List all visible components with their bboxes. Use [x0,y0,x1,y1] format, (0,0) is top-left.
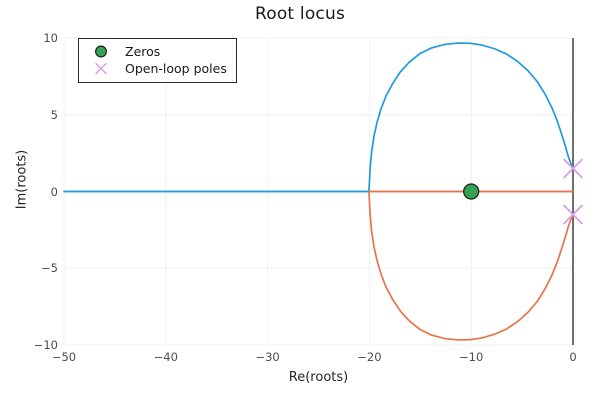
chart-legend: Zeros Open-loop poles [78,38,237,83]
y-tick-label: 0 [50,184,58,199]
legend-label-open-loop-poles: Open-loop poles [125,61,227,76]
x-tick-label: 0 [569,350,577,364]
legend-item-zeros: Zeros [86,43,227,60]
x-axis-label: Re(roots) [288,370,349,385]
x-tick-label: −20 [357,350,382,364]
legend-label-zeros: Zeros [125,44,161,59]
plot-area [63,37,584,346]
x-cross-marker-icon [86,60,116,77]
x-tick-label: −40 [153,350,178,364]
x-tick-label: −10 [459,350,484,364]
y-tick-label: 5 [50,107,58,122]
locus-branches [63,42,574,341]
plot-markers [463,158,584,225]
y-axis-tick-labels: −10 −5 0 5 10 [8,31,58,352]
y-tick-label: 10 [43,31,58,45]
x-axis-tick-labels: −50 −40 −30 −20 −10 0 [52,350,577,368]
y-tick-label: −5 [41,261,58,276]
filled-circle-marker-icon [86,43,116,60]
legend-item-open-loop-poles: Open-loop poles [86,60,227,77]
chart-title: Root locus [254,4,346,24]
x-tick-label: −50 [51,350,77,364]
plot-canvas [63,37,584,346]
x-tick-label: −30 [255,350,280,364]
y-tick-label: −10 [33,338,58,352]
